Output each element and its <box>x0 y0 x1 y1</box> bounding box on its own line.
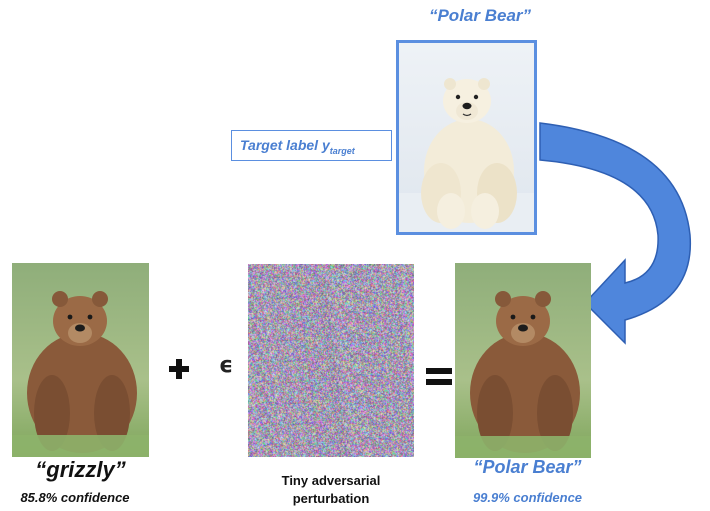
perturbation-label: Tiny adversarial perturbation <box>248 472 414 508</box>
target-label-text: Target label y <box>240 137 330 153</box>
epsilon-symbol: ϵ <box>219 353 233 378</box>
plus-icon <box>168 358 190 380</box>
target-label-subscript: target <box>330 146 355 156</box>
polar-bear-title: “Polar Bear” <box>395 6 565 26</box>
perturbation-label-line2: perturbation <box>248 490 414 508</box>
grizzly-bear-image <box>12 263 149 457</box>
adversarial-bear-image <box>455 263 591 458</box>
target-label-box: Target label ytarget <box>231 130 392 161</box>
polar-bear-confidence: 99.9% confidence <box>455 490 600 505</box>
grizzly-bear-illustration <box>12 263 149 457</box>
equals-icon <box>425 366 453 388</box>
polar-bear-illustration <box>399 43 534 232</box>
perturbation-label-line1: Tiny adversarial <box>248 472 414 490</box>
polar-bear-image <box>396 40 537 235</box>
polar-bear-result-label: “Polar Bear” <box>455 457 600 478</box>
noise-canvas <box>248 264 414 457</box>
grizzly-confidence: 85.8% confidence <box>0 490 150 505</box>
adversarial-bear-illustration <box>455 263 591 458</box>
perturbation-noise-image <box>248 264 414 457</box>
grizzly-label: “grizzly” <box>12 457 149 483</box>
